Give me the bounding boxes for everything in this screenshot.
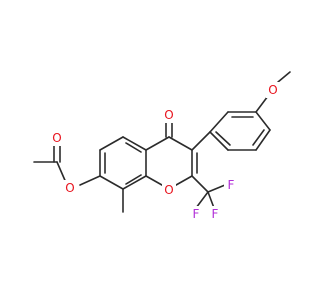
double-bond-inner-3 bbox=[125, 142, 142, 153]
ester-ether-oxygen-label: O bbox=[65, 181, 74, 195]
aryl-bond-6 bbox=[209, 131, 229, 151]
bond-c5-c6 bbox=[122, 136, 147, 151]
fluorine-1-label: F bbox=[193, 207, 200, 221]
ester-carbonyl-oxygen-label: O bbox=[52, 131, 61, 145]
fluorine-3-label: F bbox=[212, 207, 219, 221]
benzo-ring bbox=[99, 136, 147, 190]
bond-c7-o bbox=[79, 175, 101, 186]
bond-aryl-omethoxy bbox=[255, 95, 269, 113]
bond-c3-c4 bbox=[168, 136, 193, 151]
bond-c6-c7 bbox=[99, 136, 124, 151]
molecule-diagram: O O O O O F F F bbox=[33, 71, 291, 222]
bond-c3-aryl bbox=[191, 131, 211, 151]
bond-c8a-c4a bbox=[122, 175, 147, 190]
atom-labels: O O O O O F F F bbox=[50, 82, 280, 222]
acetate-group bbox=[33, 143, 101, 186]
structure-svg: O O O O O F F F bbox=[33, 71, 291, 222]
aryl-double-3 bbox=[215, 131, 231, 146]
bond-c4-c5 bbox=[145, 136, 170, 151]
fluorine-2-label: F bbox=[228, 178, 235, 192]
aryl-bond-1 bbox=[209, 111, 229, 133]
methoxyphenyl-group bbox=[191, 71, 291, 151]
bond-cf-f3 bbox=[207, 191, 215, 209]
double-bond-inner-2 bbox=[125, 174, 142, 185]
bond-omethoxy-ch3 bbox=[277, 71, 291, 83]
bond-c2-cf3 bbox=[191, 175, 209, 193]
trifluoromethyl-group bbox=[191, 175, 226, 209]
bond-cf-f2 bbox=[207, 184, 226, 193]
pyranone-ring bbox=[145, 119, 198, 190]
methoxy-oxygen-label: O bbox=[268, 83, 277, 97]
aryl-bond-4 bbox=[255, 129, 271, 151]
aryl-double-2 bbox=[252, 129, 265, 146]
carbonyl-oxygen-label: O bbox=[164, 108, 173, 122]
bond-cf-f1 bbox=[195, 191, 209, 209]
bond-c8-c8a bbox=[99, 175, 124, 190]
aryl-bond-3 bbox=[255, 111, 271, 131]
ring-oxygen-label: O bbox=[164, 183, 173, 197]
